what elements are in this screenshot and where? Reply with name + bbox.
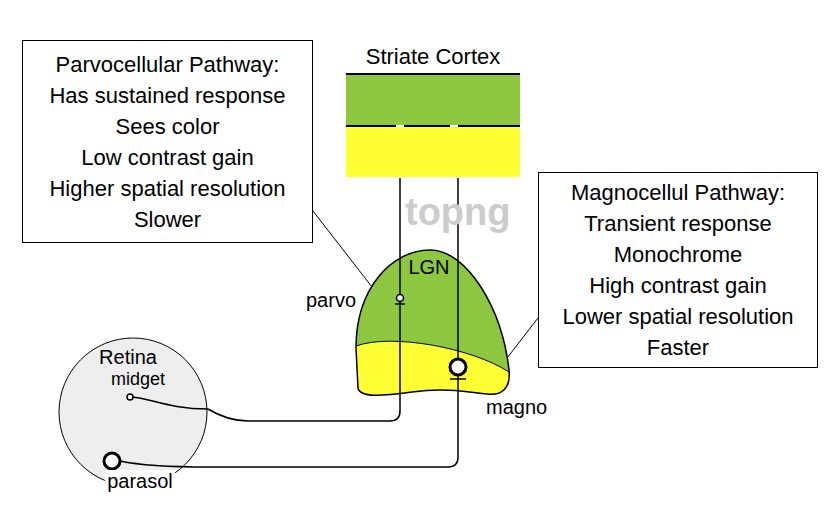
node-label: Striate Cortex	[366, 45, 501, 69]
synapse-tick	[395, 303, 405, 305]
pathway-box: Magnocellul Pathway:Transient responseMo…	[538, 172, 818, 368]
cortex-layer	[346, 75, 520, 125]
watermark: topng	[405, 192, 511, 232]
axon-connector	[399, 178, 401, 248]
parasol-cell	[104, 453, 120, 469]
parvo-layer	[356, 250, 509, 372]
retina-outline	[59, 338, 207, 486]
parvo-cell	[397, 295, 404, 302]
lgn-shape: LGN	[352, 248, 512, 403]
box-line: High contrast gain	[589, 270, 766, 301]
box-heading: Parvocellular Pathway:	[56, 49, 280, 80]
axon-connector	[208, 403, 458, 467]
axon-connector	[208, 403, 400, 421]
cortex-edge	[346, 73, 520, 75]
box-line: Monochrome	[614, 239, 742, 270]
layer-boundary	[356, 341, 509, 372]
box-line: Low contrast gain	[81, 142, 253, 173]
cortex-boundary	[346, 125, 520, 127]
striate-cortex-band: Striate Cortex	[346, 45, 520, 178]
magno-cell	[450, 359, 466, 375]
retina-circle: Retinamidgetparasol	[58, 337, 208, 487]
axon-line	[130, 397, 208, 409]
cortex-layer	[346, 127, 520, 177]
layer-label: parvo	[306, 289, 356, 311]
box-line: Sees color	[116, 111, 220, 142]
synapse-tick	[450, 378, 466, 380]
box-line: Lower spatial resolution	[562, 301, 793, 332]
box-line: Higher spatial resolution	[49, 173, 285, 204]
box-heading: Magnocellul Pathway:	[571, 177, 785, 208]
axon-line	[120, 461, 208, 467]
node-label: Retina	[99, 346, 157, 368]
layer-label: magno	[486, 396, 547, 418]
lgn-outline	[356, 250, 509, 395]
box-line: Faster	[647, 332, 709, 363]
box-line: Has sustained response	[49, 80, 285, 111]
pathway-box: Parvocellular Pathway:Has sustained resp…	[22, 40, 313, 243]
box-line: Slower	[134, 204, 201, 235]
midget-cell	[127, 394, 133, 400]
magno-layer	[356, 250, 509, 395]
axon-line	[399, 248, 401, 403]
node-label: midget	[111, 369, 165, 389]
node-label: LGN	[408, 256, 449, 278]
box-line: Transient response	[584, 208, 772, 239]
node-label: parasol	[105, 470, 175, 492]
leader-line	[313, 211, 379, 296]
